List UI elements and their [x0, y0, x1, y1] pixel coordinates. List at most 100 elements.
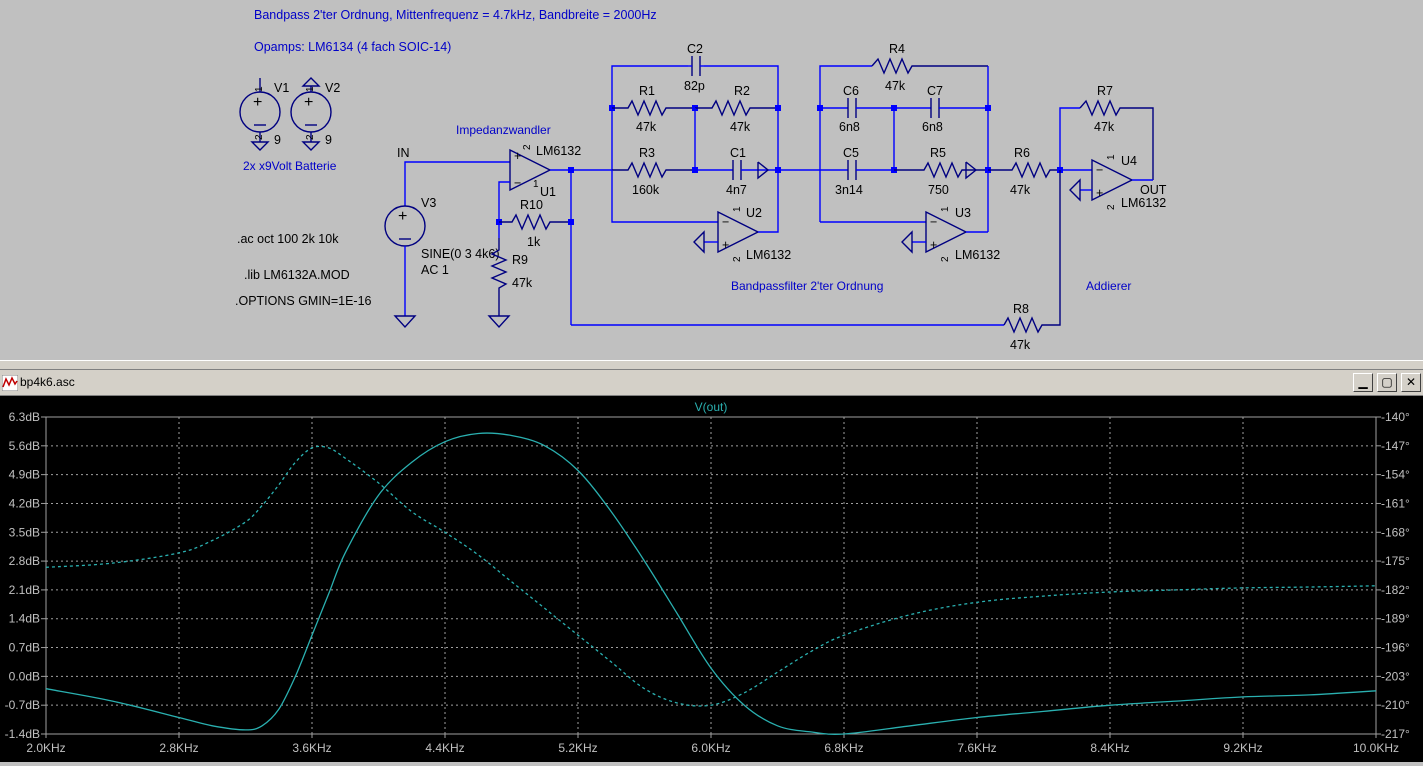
y-tick-label-left: 2.1dB: [9, 583, 40, 597]
battery-v2[interactable]: + 1 2 V2 9: [290, 77, 340, 151]
trace-magnitude-vout[interactable]: [45, 432, 1377, 735]
c7-name: C7: [927, 84, 943, 98]
c1-value: 4n7: [726, 183, 747, 197]
r1-name: R1: [639, 84, 655, 98]
svg-text:−: −: [1096, 163, 1103, 177]
v1-name: V1: [274, 81, 289, 95]
c6-name: C6: [843, 84, 859, 98]
resistor-r5[interactable]: R5 750: [894, 146, 988, 197]
y-tick-label-left: 6.3dB: [9, 410, 40, 424]
resistor-r4[interactable]: R4 47k: [871, 42, 988, 93]
capacitor-c1[interactable]: C1 4n7: [695, 146, 778, 197]
resistor-r8[interactable]: R8 47k: [1003, 170, 1061, 352]
v3-value2: AC 1: [421, 263, 449, 277]
resistor-r1[interactable]: R1 47k: [612, 84, 695, 134]
c2-value: 82p: [684, 79, 705, 93]
pane-splitter[interactable]: [0, 360, 1423, 370]
plot-traces[interactable]: [45, 432, 1377, 735]
y-tick-label-left: 1.4dB: [9, 612, 40, 626]
battery-v1[interactable]: + 1 2 V1 9: [239, 78, 289, 151]
svg-text:+: +: [304, 94, 313, 111]
net-label-in: IN: [397, 146, 410, 160]
directive-lib[interactable]: .lib LM6132A.MOD: [244, 268, 350, 282]
svg-text:+: +: [253, 94, 262, 111]
y-tick-label-right: -203°: [1381, 669, 1410, 683]
resistor-r7[interactable]: R7 47k: [1079, 84, 1154, 180]
resistor-r9[interactable]: R9 47k: [490, 238, 533, 316]
opamp-u3[interactable]: − + 1 2 U3 LM6132: [925, 206, 1000, 262]
c5-value: 3n14: [835, 183, 863, 197]
minimize-button[interactable]: ▁: [1353, 373, 1373, 392]
svg-text:1: 1: [305, 86, 316, 92]
y-axis-left-ticks: 6.3dB5.6dB4.9dB4.2dB3.5dB2.8dB2.1dB1.4dB…: [5, 410, 46, 741]
u3-model: LM6132: [955, 248, 1000, 262]
y-tick-label-right: -154°: [1381, 468, 1410, 482]
u2-model: LM6132: [746, 248, 791, 262]
close-button[interactable]: ✕: [1401, 373, 1421, 392]
maximize-button[interactable]: ▢: [1377, 373, 1397, 392]
y-tick-label-right: -182°: [1381, 583, 1410, 597]
maximize-icon: ▢: [1381, 375, 1393, 389]
source-v3[interactable]: + V3 SINE(0 3 4k6) AC 1: [384, 196, 500, 277]
svg-text:2: 2: [254, 134, 265, 140]
u1-name: U1: [540, 185, 556, 199]
capacitor-c6[interactable]: C6 6n8: [820, 84, 894, 134]
adder-label: Addierer: [1086, 279, 1131, 293]
r7-name: R7: [1097, 84, 1113, 98]
c6-value: 6n8: [839, 120, 860, 134]
directive-ac[interactable]: .ac oct 100 2k 10k: [237, 232, 339, 246]
opamp-u4[interactable]: − + 1 2 U4 LM6132: [1091, 154, 1166, 210]
resistor-r2[interactable]: R2 47k: [695, 84, 778, 134]
v3-value1: SINE(0 3 4k6): [421, 247, 500, 261]
directive-options[interactable]: .OPTIONS GMIN=1E-16: [235, 294, 372, 308]
x-tick-label: 8.4KHz: [1090, 741, 1129, 755]
svg-text:−: −: [722, 215, 729, 229]
minimize-icon: ▁: [1358, 375, 1368, 389]
y-tick-label-right: -210°: [1381, 698, 1410, 712]
y-tick-label-left: 0.7dB: [9, 641, 40, 655]
y-tick-label-right: -147°: [1381, 439, 1410, 453]
svg-text:+: +: [1096, 186, 1103, 200]
trace-phase-vout[interactable]: [45, 445, 1377, 707]
bandpass-filter-label: Bandpassfilter 2'ter Ordnung: [731, 279, 883, 293]
r8-name: R8: [1013, 302, 1029, 316]
x-tick-label: 6.8KHz: [824, 741, 863, 755]
schematic-canvas[interactable]: .w { stroke:#0000ff; stroke-width:1.4; f…: [0, 0, 1423, 360]
svg-text:+: +: [722, 238, 729, 252]
svg-text:−: −: [514, 176, 521, 190]
plot-window-titlebar[interactable]: bp4k6.asc ▁ ▢ ✕: [0, 370, 1423, 396]
resistor-r10[interactable]: R10 1k: [499, 198, 571, 249]
svg-text:+: +: [514, 149, 521, 163]
y-tick-label-right: -196°: [1381, 641, 1410, 655]
u4-model: LM6132: [1121, 196, 1166, 210]
y-tick-label-right: -168°: [1381, 525, 1410, 539]
opamp-u2[interactable]: − + 1 2 U2 LM6132: [717, 206, 791, 262]
trace-title-vout[interactable]: V(out): [695, 400, 728, 414]
x-tick-label: 3.6KHz: [292, 741, 331, 755]
opamp-u1[interactable]: + − 2 1 LM6132 U1: [509, 144, 581, 199]
bode-plot[interactable]: V(out) 6.3dB5.6dB4.9dB4.2dB3.5dB2.8dB2.1…: [0, 396, 1423, 762]
y-tick-label-right: -189°: [1381, 612, 1410, 626]
c1-name: C1: [730, 146, 746, 160]
x-tick-label: 10.0KHz: [1353, 741, 1399, 755]
r5-value: 750: [928, 183, 949, 197]
ground-u4: [1069, 178, 1081, 202]
r2-value: 47k: [730, 120, 751, 134]
c5-name: C5: [843, 146, 859, 160]
r9-name: R9: [512, 253, 528, 267]
y-tick-label-right: -140°: [1381, 410, 1410, 424]
y-tick-label-right: -175°: [1381, 554, 1410, 568]
schematic-title-line1: Bandpass 2'ter Ordnung, Mittenfrequenz =…: [254, 8, 657, 22]
capacitor-c2[interactable]: C2 82p: [684, 42, 705, 93]
ground-u3: [901, 230, 913, 254]
resistor-r6[interactable]: R6 47k: [988, 146, 1060, 197]
capacitor-c5[interactable]: C5 3n14: [820, 146, 894, 197]
capacitor-c7[interactable]: C7 6n8: [894, 84, 988, 134]
schematic-editor[interactable]: .w { stroke:#0000ff; stroke-width:1.4; f…: [0, 0, 1423, 360]
svg-text:1: 1: [940, 206, 951, 212]
close-icon: ✕: [1405, 375, 1417, 389]
resistor-r3[interactable]: R3 160k: [612, 146, 695, 197]
y-tick-label-left: 4.9dB: [9, 468, 40, 482]
